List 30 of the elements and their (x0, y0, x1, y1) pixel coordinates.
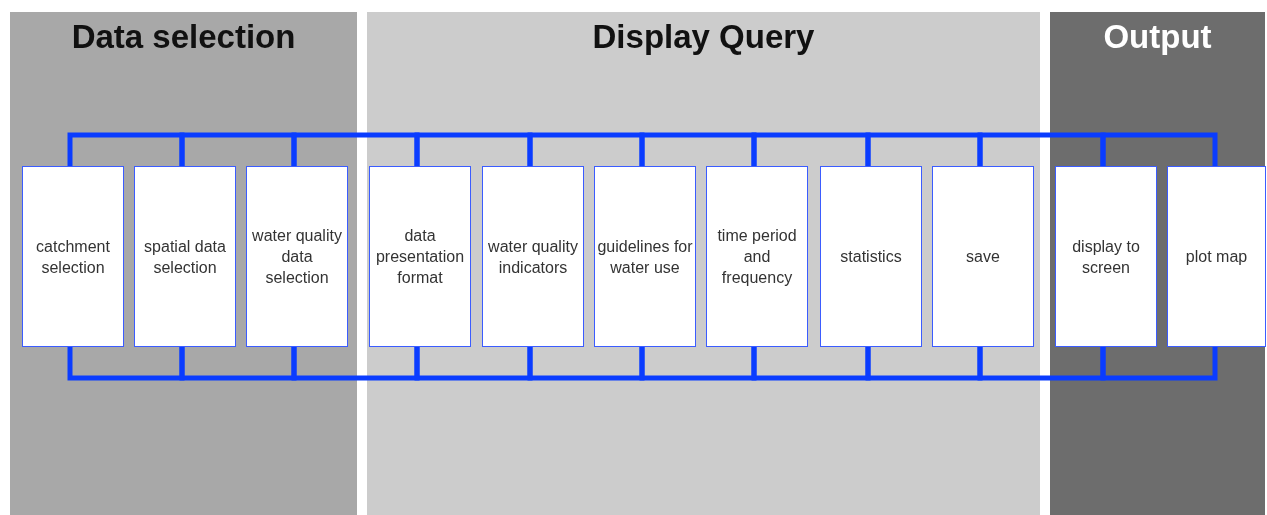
box-label: save (965, 247, 1001, 267)
process-box (1055, 166, 1157, 347)
process-box (482, 166, 584, 347)
box-label: water quality data selection (251, 226, 343, 288)
process-box (246, 166, 348, 347)
box-label: water quality indicators (487, 236, 579, 278)
section-heading: Output (1102, 18, 1213, 56)
process-box (369, 166, 471, 347)
section-panel (367, 12, 1040, 515)
process-box (706, 166, 808, 347)
section-heading: Display Query (591, 18, 816, 56)
box-label: guidelines for water use (596, 236, 694, 278)
section-panel (1050, 12, 1265, 515)
bus-connector (1100, 347, 1218, 381)
section-heading: Data selection (70, 18, 297, 56)
box-label: catchment selection (35, 236, 111, 278)
process-box (594, 166, 696, 347)
section-panel (10, 12, 357, 515)
bus-connector (1100, 132, 1218, 166)
process-box (134, 166, 236, 347)
box-label: data presentation format (374, 226, 466, 288)
process-box (22, 166, 124, 347)
box-label: time period and frequency (716, 226, 798, 288)
process-box (932, 166, 1034, 347)
box-label: plot map (1184, 247, 1249, 267)
box-label: statistics (839, 247, 903, 267)
box-label: display to screen (1071, 236, 1141, 278)
box-label: spatial data selection (143, 236, 227, 278)
process-box (820, 166, 922, 347)
process-box (1167, 166, 1266, 347)
